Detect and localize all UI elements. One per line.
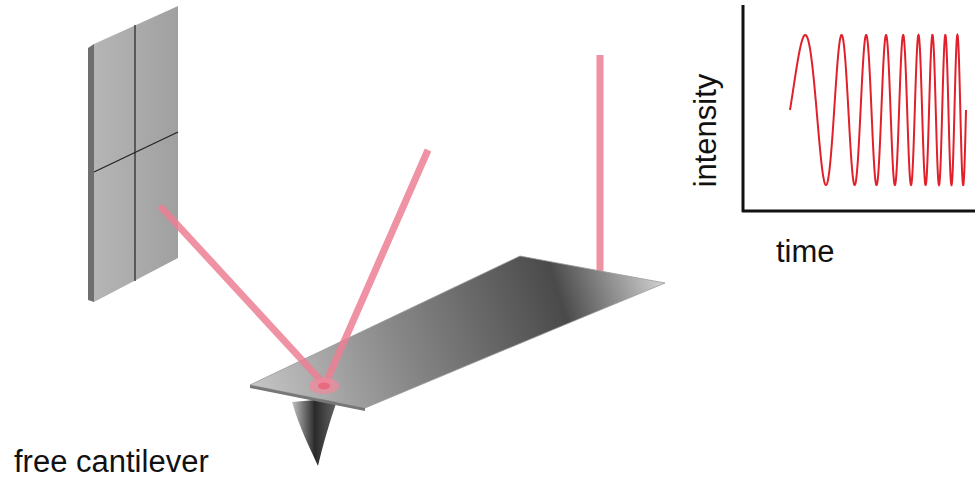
part-label: free cantilever — [14, 446, 209, 477]
quadrant-line — [94, 132, 178, 172]
intensity-graph — [742, 5, 975, 212]
photodetector — [88, 6, 178, 302]
signal-curve — [790, 35, 966, 185]
y-axis — [742, 5, 745, 212]
cantilever — [250, 256, 665, 466]
axis-label: intensity — [690, 73, 721, 187]
detector-side — [88, 44, 94, 302]
laser-spot — [309, 378, 339, 394]
detector-face — [94, 6, 178, 302]
cantilever-edge — [250, 385, 365, 411]
laser-spot — [318, 383, 330, 390]
laser-beam — [325, 150, 428, 385]
laser-beam — [597, 55, 604, 296]
laser-beam — [160, 206, 325, 385]
cantilever-plate — [250, 256, 665, 408]
axis-label: time — [776, 236, 835, 267]
cantilever-tip — [292, 398, 338, 466]
x-axis — [742, 210, 975, 213]
